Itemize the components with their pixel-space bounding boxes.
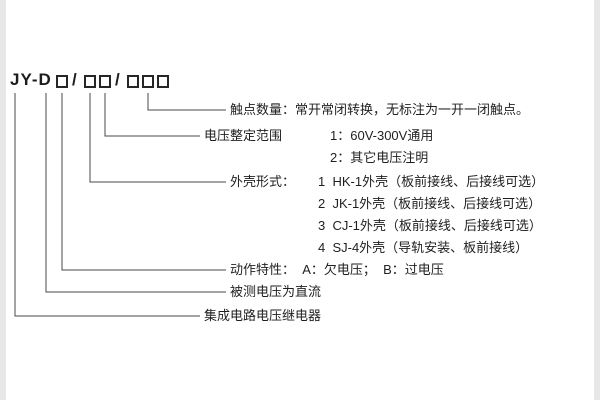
label-contacts: 触点数量：常开常闭转换，无标注为一开一闭触点。: [230, 102, 530, 117]
label-action-characteristic: 动作特性： A：欠电压； B：过电压: [230, 262, 444, 277]
page-edge-left: [0, 0, 6, 400]
model-slash-2: /: [115, 70, 121, 89]
label-product-name: 集成电路电压继电器: [204, 308, 322, 323]
connector-contacts: [147, 93, 226, 111]
model-box-contacts-3: [157, 75, 169, 88]
connector-action-characteristic: [61, 93, 226, 271]
connector-voltage-range: [104, 93, 200, 137]
label-shell-type-title: 外壳形式：: [230, 174, 296, 189]
model-box-contacts-2: [142, 75, 154, 88]
label-shell-type-option-4: 4 SJ-4外壳（导轨安装、板前接线）: [318, 240, 529, 255]
model-slash-1: /: [72, 70, 78, 89]
page-edge-right: [594, 0, 600, 400]
label-dc-note: 被测电压为直流: [230, 284, 322, 299]
label-shell-type-option-3: 3 CJ-1外壳（板前接线、后接线可选）: [318, 218, 542, 233]
connector-dc-note: [45, 93, 226, 293]
model-prefix: JY-D: [10, 70, 52, 89]
label-voltage-range-option-1: 1：60V-300V通用: [330, 128, 434, 143]
model-box-contacts-1: [127, 75, 139, 88]
label-voltage-range-option-2: 2：其它电压注明: [330, 150, 429, 165]
model-box-shell: [84, 75, 96, 88]
connector-shell-type: [89, 93, 226, 183]
model-box-action: [56, 75, 68, 88]
label-voltage-range-title: 电压整定范围: [204, 128, 283, 143]
connector-product-name: [14, 93, 200, 317]
label-shell-type-option-1: 1 HK-1外壳（板前接线、后接线可选）: [318, 174, 545, 189]
label-shell-type-option-2: 2 JK-1外壳（板前接线、后接线可选）: [318, 196, 542, 211]
model-box-voltage-range: [99, 75, 111, 88]
